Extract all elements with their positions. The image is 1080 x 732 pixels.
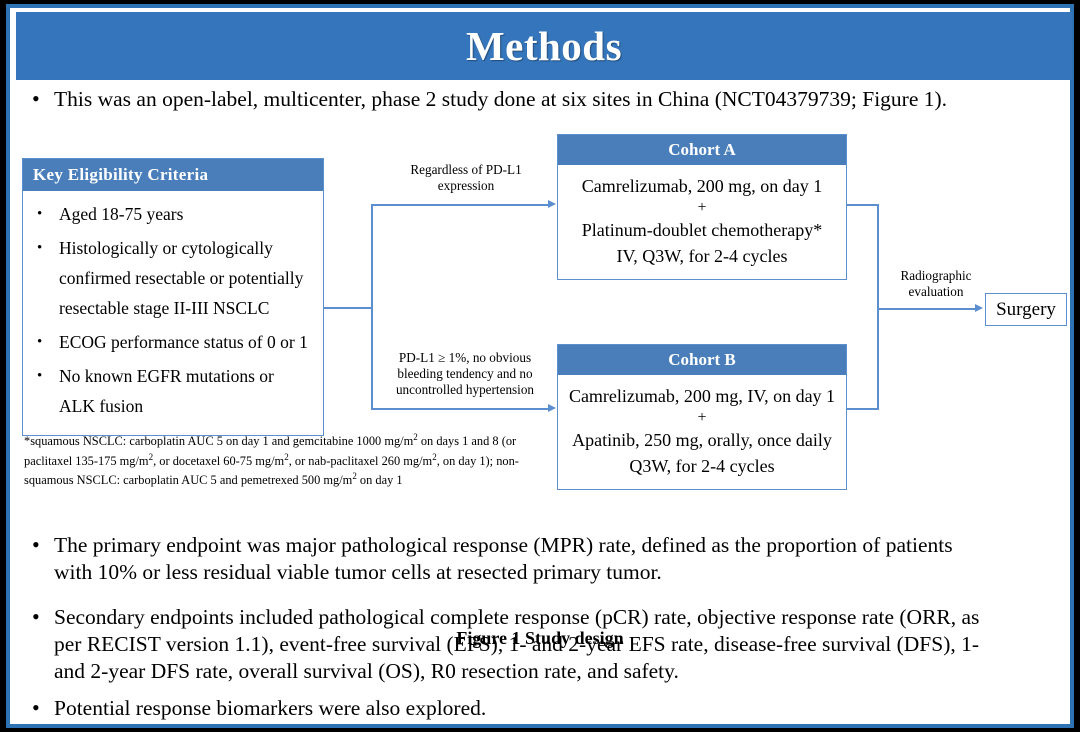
list-item-label: No known EGFR mutations or ALK fusion	[59, 361, 274, 421]
cohort-a-card: Cohort A Camrelizumab, 200 mg, on day 1 …	[557, 134, 847, 280]
cohort-b-line-1: Camrelizumab, 200 mg, IV, on day 1	[568, 386, 836, 406]
cohort-a-header: Cohort A	[558, 135, 846, 165]
cohort-a-body: Camrelizumab, 200 mg, on day 1 + Platinu…	[558, 165, 846, 279]
footnote-line-1: *squamous NSCLC: carboplatin AUC 5 on da…	[24, 434, 414, 449]
bullet-marker: •	[32, 604, 40, 629]
connector-merge-vertical	[877, 204, 879, 409]
list-item: • ECOG performance status of 0 or 1	[29, 327, 317, 357]
list-item-label: Histologically or cytologically confirme…	[59, 233, 303, 323]
footnote-sup: 2	[432, 451, 437, 462]
chemotherapy-footnote: *squamous NSCLC: carboplatin AUC 5 on da…	[24, 430, 554, 489]
cohort-b-plus: +	[697, 409, 707, 426]
figure-caption: Figure 1 Study design	[456, 628, 624, 648]
bullet-line: Potential response biomarkers were also …	[54, 696, 487, 720]
intro-bullet-row: • This was an open-label, multicenter, p…	[32, 86, 1062, 113]
cohort-a-line-2: Platinum-doublet chemotherapy*	[581, 220, 823, 240]
cohort-a-plus: +	[697, 199, 707, 216]
list-item: • No known EGFR mutations or ALK fusion	[29, 361, 317, 421]
connector-cohort-b-out	[847, 408, 879, 410]
connector-cohort-a-out	[847, 204, 879, 206]
slide-title-bar: Methods	[16, 12, 1072, 80]
connector-caption-right: Radiographic evaluation	[900, 268, 972, 299]
bullet-line: The primary endpoint was major pathologi…	[54, 533, 953, 557]
eligibility-criteria-card: Key Eligibility Criteria • Aged 18-75 ye…	[22, 158, 324, 436]
bullet-marker: •	[32, 532, 40, 557]
endpoint-bullet-text: Secondary endpoints included pathologica…	[54, 604, 979, 685]
endpoint-bullet-text: Potential response biomarkers were also …	[54, 695, 486, 722]
footnote-line-2d: , on day 1); non-	[436, 453, 519, 468]
connector-to-cohort-a	[371, 204, 549, 206]
connector-caption-bottom: PD-L1 ≥ 1%, no obvious bleeding tendency…	[395, 350, 535, 397]
endpoint-bullet-text: The primary endpoint was major pathologi…	[54, 532, 953, 586]
study-design-figure: Key Eligibility Criteria • Aged 18-75 ye…	[10, 118, 1078, 648]
surgery-label: Surgery	[996, 298, 1056, 320]
footnote-sup: 2	[284, 451, 289, 462]
cohort-b-card: Cohort B Camrelizumab, 200 mg, IV, on da…	[557, 344, 847, 490]
list-item-label: Aged 18-75 years	[59, 199, 183, 229]
endpoint-bullet-row: • Secondary endpoints included pathologi…	[32, 604, 1062, 685]
cohort-b-body: Camrelizumab, 200 mg, IV, on day 1 + Apa…	[558, 375, 846, 489]
footnote-sup: 2	[148, 451, 154, 462]
cohort-b-line-3: Q3W, for 2-4 cycles	[629, 456, 775, 476]
page-title: Methods	[465, 22, 623, 69]
bullet-marker: •	[32, 86, 40, 111]
list-item-line: Aged 18-75 years	[59, 204, 184, 224]
cohort-a-line-3: IV, Q3W, for 2-4 cycles	[616, 246, 788, 266]
arrowhead-to-cohort-a	[548, 200, 556, 208]
eligibility-list: • Aged 18-75 years • Histologically or c…	[23, 191, 323, 435]
connector-stem-horizontal	[324, 307, 372, 309]
list-item-line: ECOG performance status of 0 or 1	[59, 332, 308, 352]
cohort-b-line-2: Apatinib, 250 mg, orally, once daily	[572, 430, 832, 450]
bullet-marker: •	[37, 240, 43, 256]
list-item-line: No known EGFR mutations or	[59, 366, 274, 386]
arrowhead-to-surgery	[975, 304, 983, 312]
footnote-line-2: paclitaxel 135-175 mg/m	[24, 453, 149, 468]
bullet-line: Secondary endpoints included pathologica…	[54, 605, 980, 629]
footnote-line-3: squamous NSCLC: carboplatin AUC 5 and pe…	[24, 473, 353, 488]
connector-split-vertical	[371, 204, 373, 409]
connector-caption-top: Regardless of PD-L1 expression	[410, 162, 522, 193]
bullet-line: with 10% or less residual viable tumor c…	[54, 560, 662, 584]
footnote-line-2b: , or docetaxel 60-75 mg/m	[153, 453, 285, 468]
list-item: • Aged 18-75 years	[29, 199, 317, 229]
slide-content-frame: Methods • This was an open-label, multic…	[6, 4, 1074, 728]
list-item: • Histologically or cytologically confir…	[29, 233, 317, 323]
bullet-line: and 2-year DFS rate, overall survival (O…	[54, 659, 679, 683]
endpoint-bullet-row: • Potential response biomarkers were als…	[32, 695, 1062, 722]
bullet-marker: •	[32, 695, 40, 720]
footnote-line-1-end: on days 1 and 8 (or	[417, 434, 517, 449]
arrowhead-to-cohort-b	[548, 404, 556, 412]
eligibility-header: Key Eligibility Criteria	[23, 159, 323, 191]
footnote-sup: 2	[352, 471, 357, 482]
list-item-line: ALK fusion	[59, 396, 144, 416]
surgery-node: Surgery	[985, 293, 1067, 326]
connector-to-cohort-b	[371, 408, 549, 410]
footnote-line-2c: , or nab-paclitaxel 260 mg/m	[288, 453, 433, 468]
bullet-marker: •	[37, 334, 43, 350]
footnote-sup: 2	[413, 432, 418, 442]
cohort-a-line-1: Camrelizumab, 200 mg, on day 1	[581, 176, 823, 196]
intro-bullet-text: This was an open-label, multicenter, pha…	[54, 87, 948, 111]
connector-to-surgery	[877, 308, 977, 310]
list-item-label: ECOG performance status of 0 or 1	[59, 327, 308, 357]
list-item-line: resectable stage II-III NSCLC	[59, 298, 270, 318]
cohort-b-header: Cohort B	[558, 345, 846, 375]
bullet-marker: •	[37, 206, 43, 222]
footnote-line-3-end: on day 1	[356, 473, 403, 488]
list-item-line: confirmed resectable or potentially	[59, 268, 304, 288]
list-item-line: Histologically or cytologically	[59, 238, 273, 258]
bullet-marker: •	[37, 368, 43, 384]
bullet-line: per RECIST version 1.1), event-free surv…	[54, 632, 980, 656]
endpoint-bullet-row: • The primary endpoint was major patholo…	[32, 532, 1062, 586]
